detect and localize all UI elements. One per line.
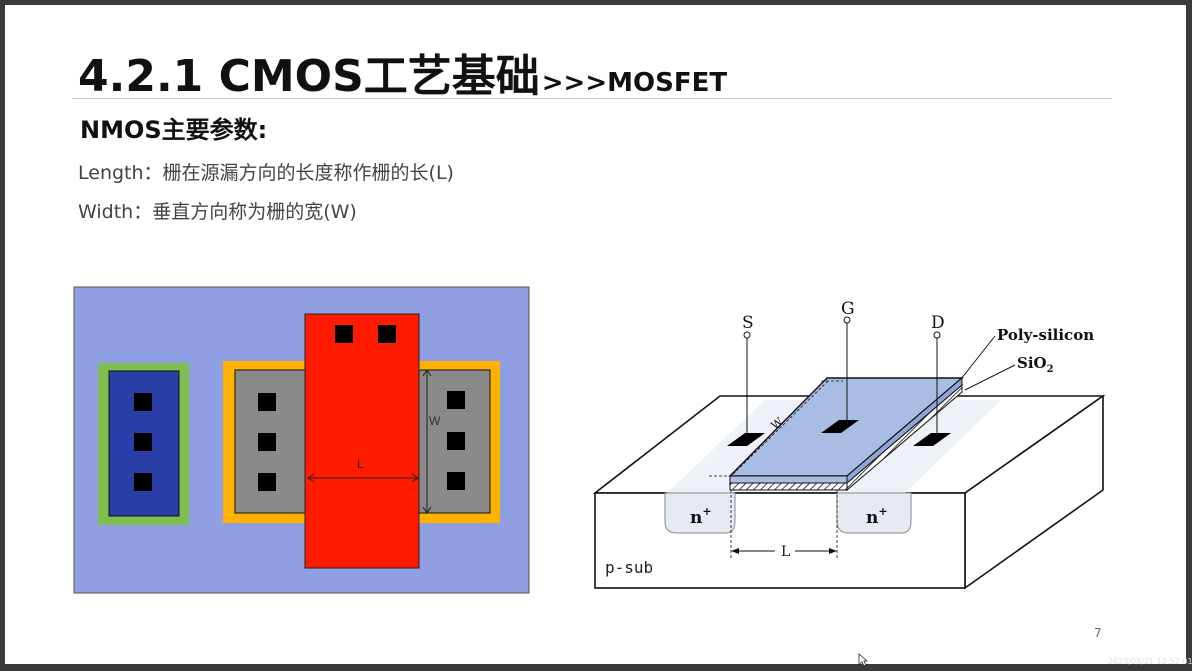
gate-poly-front	[729, 475, 848, 484]
substrate-label: p-sub	[605, 558, 653, 577]
contact	[258, 473, 276, 491]
drain-nplus	[836, 492, 912, 534]
contact	[447, 391, 465, 409]
oxide-front	[729, 482, 848, 491]
length-label: L	[781, 544, 790, 560]
section-heading: NMOS主要参数:	[80, 116, 268, 144]
layout-diagram: L W	[73, 286, 530, 594]
recording-timestamp: 2023/08/21 12:52:01	[1108, 657, 1192, 666]
mosfet-cross-section: n+ n+ S G D Poly-silicon SiO2 W L p-sub	[592, 299, 1106, 590]
source-n-label: n+	[690, 505, 712, 528]
contact	[134, 433, 152, 451]
sio2-label: SiO2	[1017, 354, 1054, 375]
title-main: 4.2.1 CMOS工艺基础	[78, 51, 540, 102]
width-definition: Width：垂直方向称为栅的宽(W)	[78, 201, 357, 223]
title-divider	[72, 98, 1112, 99]
poly-silicon-label: Poly-silicon	[997, 326, 1094, 344]
mouse-cursor-icon	[858, 653, 868, 667]
gate-contact	[821, 420, 859, 433]
gate-terminal-label: G	[841, 299, 855, 319]
title-sub: >>>MOSFET	[541, 68, 728, 98]
source-nplus	[664, 492, 736, 534]
length-definition: Length：栅在源漏方向的长度称作栅的长(L)	[78, 162, 454, 184]
gate-contact	[378, 325, 396, 343]
contact	[134, 393, 152, 411]
gate-poly	[304, 313, 420, 569]
contact	[134, 473, 152, 491]
width-dimension	[730, 380, 829, 477]
drain-terminal-label: D	[931, 313, 945, 333]
length-label: L	[357, 457, 364, 471]
contact	[258, 433, 276, 451]
gate-contact	[335, 325, 353, 343]
source-contact	[727, 433, 765, 446]
contact	[258, 393, 276, 411]
drain-n-label: n+	[866, 505, 888, 528]
contact	[447, 432, 465, 450]
drain-contact	[913, 433, 951, 446]
contact	[447, 472, 465, 490]
slide-title: 4.2.1 CMOS工艺基础>>>MOSFET	[78, 40, 728, 102]
source-terminal-label: S	[742, 313, 754, 333]
page-number: 7	[1094, 626, 1102, 640]
width-label: W	[429, 414, 441, 428]
drain-diffusion-top	[837, 400, 1001, 493]
